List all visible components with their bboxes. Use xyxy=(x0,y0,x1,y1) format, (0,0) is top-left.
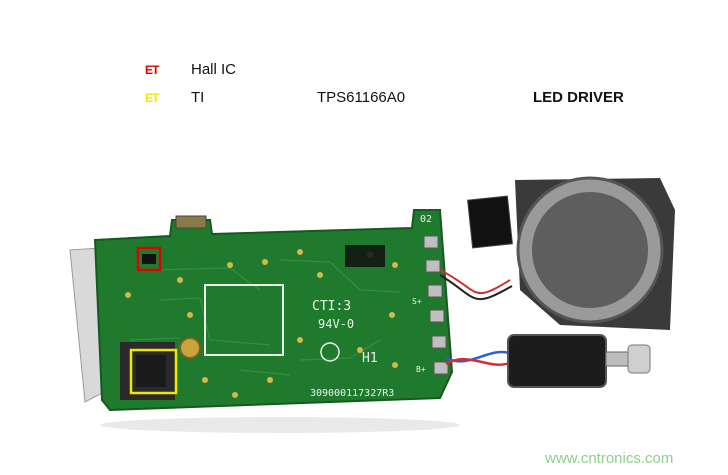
silkscreen-94v0: 94V-0 xyxy=(318,317,354,331)
wire-black-top xyxy=(439,274,513,301)
top-connector xyxy=(175,215,207,229)
et-logo-yellow: ET xyxy=(145,91,159,105)
board-shadow xyxy=(100,417,460,433)
vibration-motor xyxy=(507,334,651,388)
legend-label-ti: TI xyxy=(191,89,205,106)
solder-pads xyxy=(423,235,449,375)
silkscreen-corner-code: 02 xyxy=(420,214,432,225)
component-blob xyxy=(345,245,385,267)
pcb-vias xyxy=(125,249,398,398)
buzzer xyxy=(467,176,675,330)
pcb-photo: CTI:3 94V-0 H1 309000117327R3 02 S+ B+ xyxy=(69,176,675,433)
silkscreen-pad-label-2: B+ xyxy=(416,365,426,374)
led-driver-highlight xyxy=(129,348,178,395)
legend-part-number: TPS61166A0 xyxy=(317,89,406,106)
legend-row-led-driver: ET TI TPS61166A0 LED DRIVER xyxy=(145,86,624,110)
gold-pad xyxy=(179,337,201,359)
tiger-logo xyxy=(320,342,340,362)
led-driver-chip xyxy=(136,355,166,387)
legend-row-hall-ic: ET Hall IC xyxy=(145,58,236,82)
legend-function: LED DRIVER xyxy=(533,89,624,106)
legend-label-hall-ic: Hall IC xyxy=(191,61,237,78)
hall-ic-chip xyxy=(142,254,156,264)
watermark: www.cntronics.com xyxy=(545,450,674,467)
silkscreen-pad-label-1: S+ xyxy=(412,297,422,306)
silkscreen-serial: 309000117327R3 xyxy=(310,388,394,399)
et-logo-red: ET xyxy=(145,63,159,77)
silkscreen-cti: CTI:3 xyxy=(312,299,351,314)
wire-red-bottom xyxy=(445,358,513,366)
silkscreen-h1: H1 xyxy=(362,351,378,366)
hall-ic-highlight xyxy=(136,246,162,272)
wire-red-top xyxy=(439,269,511,295)
legend: ET Hall IC ET TI TPS61166A0 LED DRIVER xyxy=(145,58,665,118)
silkscreen-square xyxy=(204,284,284,356)
